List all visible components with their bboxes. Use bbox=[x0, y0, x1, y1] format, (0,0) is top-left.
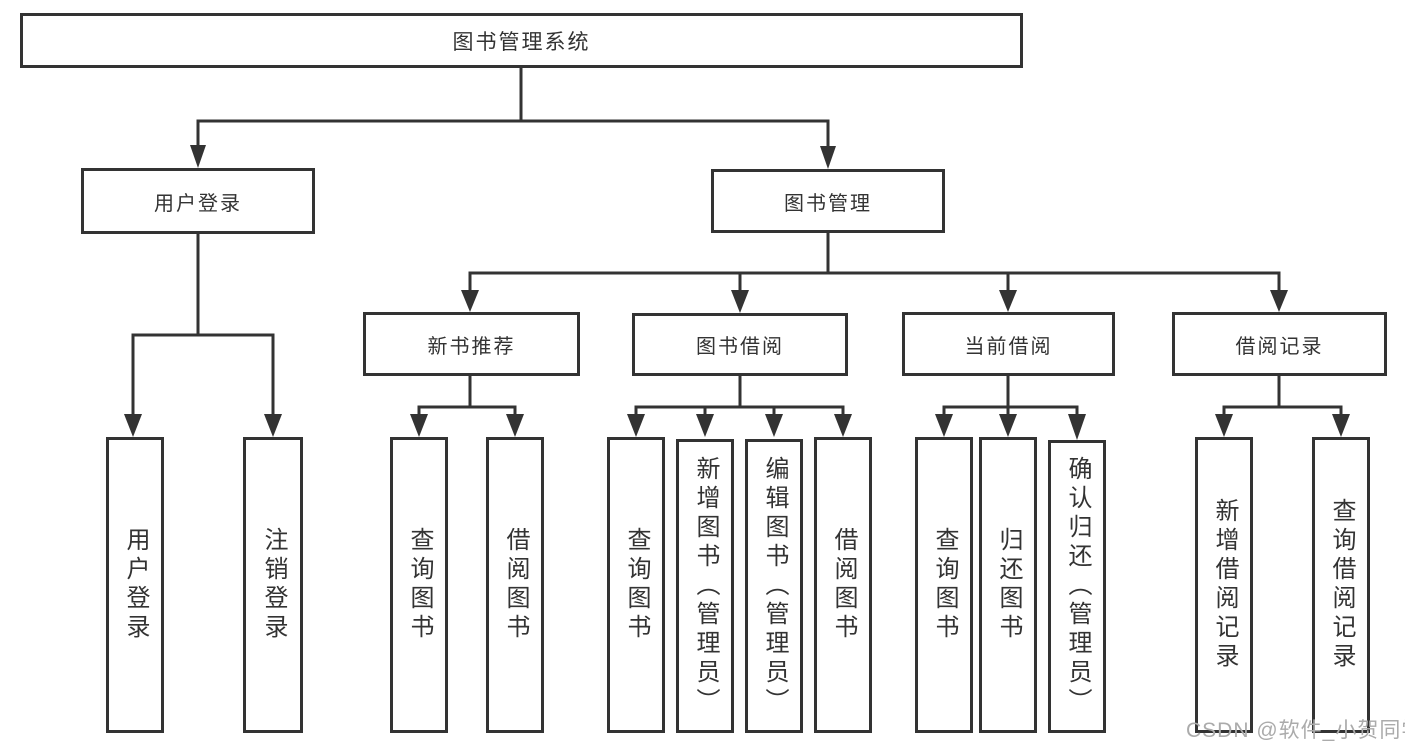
leaf-borrow-query-book: 查询图书 bbox=[607, 437, 665, 733]
node-current-borrow-label: 当前借阅 bbox=[964, 335, 1053, 358]
leaf-return-book: 归还图书 bbox=[979, 437, 1037, 733]
node-book-management-label: 图书管理 bbox=[784, 192, 872, 215]
connector-new-book-rec-to-children bbox=[410, 376, 524, 437]
leaf-add-borrow-record: 新增借阅记录 bbox=[1195, 437, 1253, 733]
leaf-borrow-book-label: 借阅图书 bbox=[830, 527, 857, 643]
leaf-recommend-borrow-book-label: 借阅图书 bbox=[502, 527, 529, 643]
leaf-current-query-book: 查询图书 bbox=[915, 437, 973, 733]
node-borrow-records: 借阅记录 bbox=[1172, 312, 1387, 376]
leaf-edit-book-admin: 编辑图书（管理员） bbox=[745, 439, 803, 733]
node-user-login-label: 用户登录 bbox=[154, 192, 242, 215]
leaf-current-query-book-label: 查询图书 bbox=[931, 527, 958, 643]
connector-book-mgmt-to-level3 bbox=[461, 233, 1288, 313]
leaf-logout-label: 注销登录 bbox=[260, 527, 287, 643]
leaf-recommend-query-book-label: 查询图书 bbox=[406, 527, 433, 643]
leaf-user-login: 用户登录 bbox=[106, 437, 164, 733]
connector-root-to-level2 bbox=[190, 68, 836, 169]
node-current-borrow: 当前借阅 bbox=[902, 312, 1115, 376]
leaf-edit-book-admin-label: 编辑图书（管理员） bbox=[761, 455, 788, 717]
node-user-login: 用户登录 bbox=[81, 168, 315, 234]
leaf-return-book-label: 归还图书 bbox=[995, 527, 1022, 643]
node-new-book-recommend-label: 新书推荐 bbox=[427, 335, 516, 358]
leaf-query-borrow-record-label: 查询借阅记录 bbox=[1328, 498, 1355, 672]
node-book-borrow: 图书借阅 bbox=[632, 313, 848, 376]
connector-user-login-to-children bbox=[124, 234, 282, 437]
leaf-user-login-label: 用户登录 bbox=[122, 527, 149, 643]
leaf-recommend-query-book: 查询图书 bbox=[390, 437, 448, 733]
connector-book-borrow-to-children bbox=[627, 376, 852, 437]
node-library-system: 图书管理系统 bbox=[20, 13, 1023, 68]
leaf-confirm-return-admin-label: 确认归还（管理员） bbox=[1064, 456, 1091, 717]
leaf-confirm-return-admin: 确认归还（管理员） bbox=[1048, 440, 1106, 733]
connector-borrow-records-to-children bbox=[1215, 376, 1350, 437]
leaf-recommend-borrow-book: 借阅图书 bbox=[486, 437, 544, 733]
node-book-borrow-label: 图书借阅 bbox=[696, 336, 784, 358]
leaf-borrow-book: 借阅图书 bbox=[814, 437, 872, 733]
leaf-query-borrow-record: 查询借阅记录 bbox=[1312, 437, 1370, 733]
connector-current-borrow-to-children bbox=[935, 376, 1086, 440]
leaf-add-borrow-record-label: 新增借阅记录 bbox=[1211, 498, 1238, 672]
node-borrow-records-label: 借阅记录 bbox=[1235, 335, 1324, 358]
node-book-management: 图书管理 bbox=[711, 169, 945, 233]
leaf-add-book-admin-label: 新增图书（管理员） bbox=[692, 455, 719, 717]
leaf-add-book-admin: 新增图书（管理员） bbox=[676, 439, 734, 733]
leaf-logout: 注销登录 bbox=[243, 437, 303, 733]
node-library-system-label: 图书管理系统 bbox=[452, 30, 591, 54]
leaf-borrow-query-book-label: 查询图书 bbox=[623, 527, 650, 643]
node-new-book-recommend: 新书推荐 bbox=[363, 312, 580, 376]
